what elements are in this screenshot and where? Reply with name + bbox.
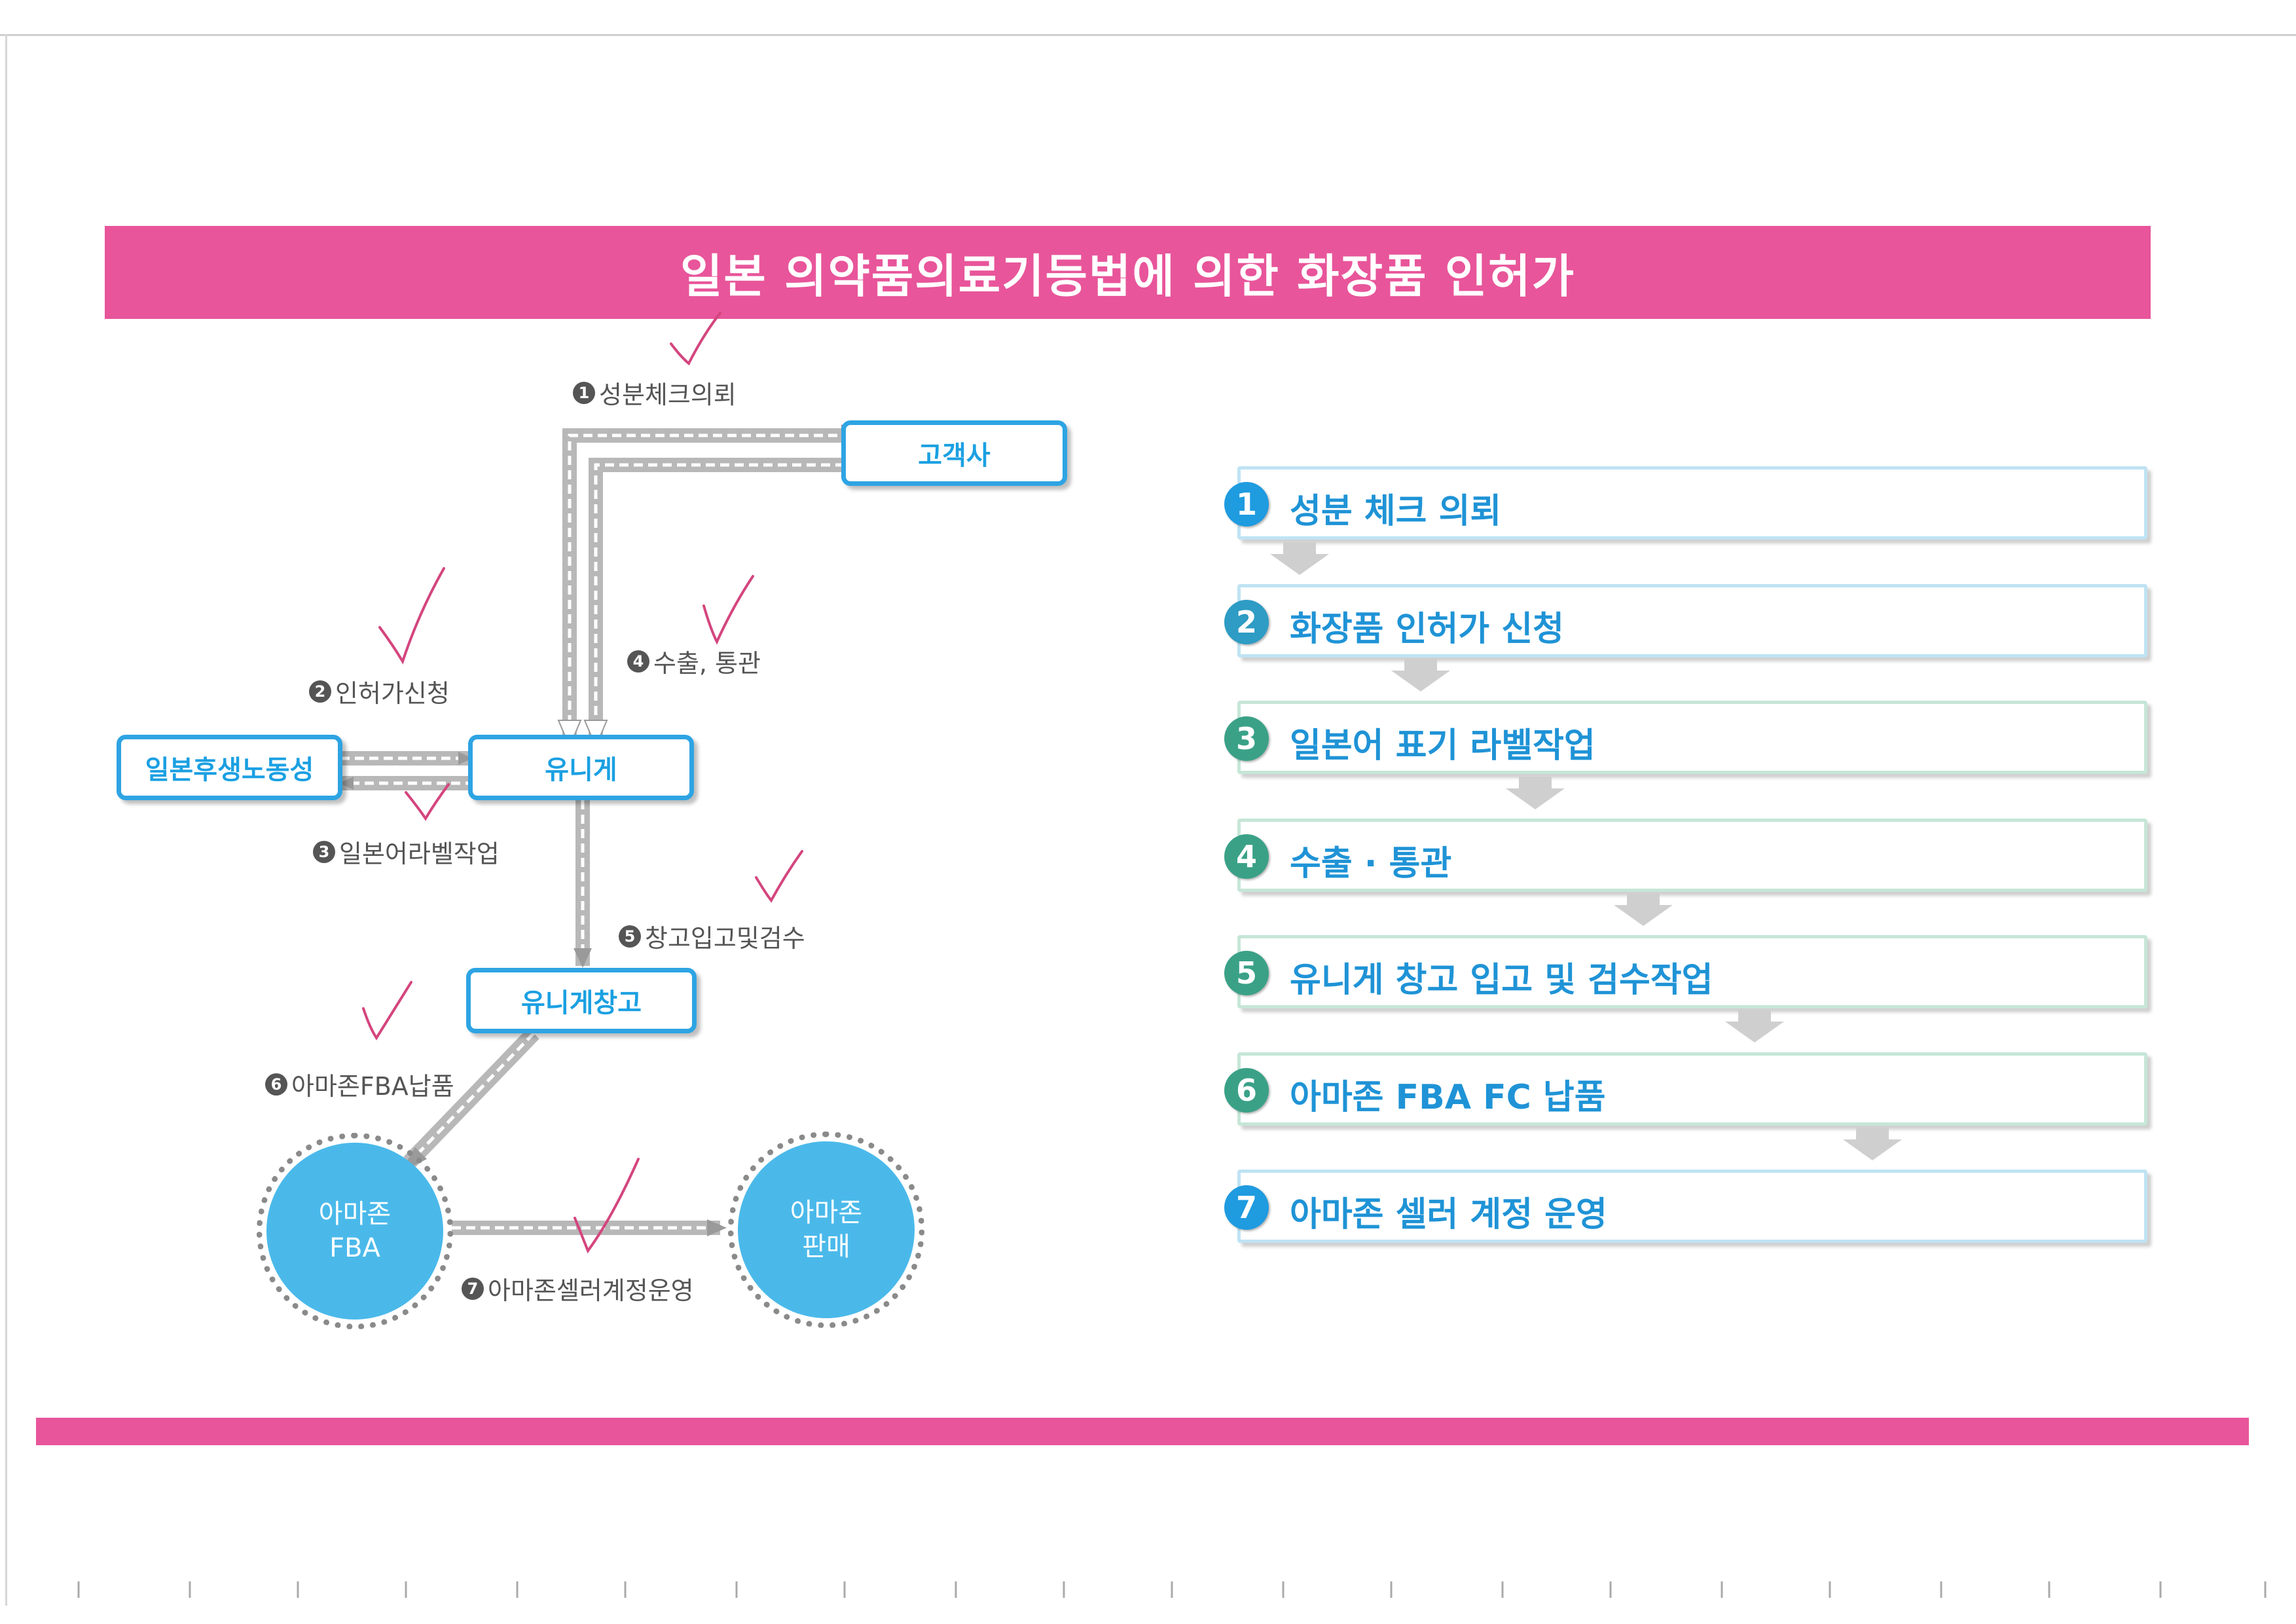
step-row-3: 3 일본어 표기 라벨작업 <box>1224 701 2147 778</box>
node-client-label: 고객사 <box>918 441 991 471</box>
node-unige-label: 유니게 <box>545 755 617 785</box>
step-number-badge: 1 <box>1224 482 1269 526</box>
fba-line2: FBA <box>329 1233 380 1263</box>
step-number-badge: 4 <box>1224 834 1269 879</box>
label-number: 7 <box>462 1277 484 1300</box>
step-row-6: 6 아마존 FBA FC 납품 <box>1224 1052 2147 1130</box>
label-number: 2 <box>309 680 331 703</box>
step-label: 성분 체크 의뢰 <box>1290 492 1502 531</box>
node-ministry: 일본후생노동성 <box>117 735 342 800</box>
checkmark-5 <box>755 850 803 903</box>
down-arrow-6 <box>1843 1128 1902 1160</box>
label-text: 아마존셀러계정운영 <box>488 1276 694 1305</box>
node-client: 고객사 <box>841 420 1067 486</box>
step-box <box>1237 701 2147 774</box>
step-label: 아마존 셀러 계정 운영 <box>1290 1195 1607 1234</box>
step-number-badge: 5 <box>1224 951 1269 995</box>
diagram-label-4: 4 수출, 통관 <box>627 643 761 679</box>
step-box <box>1237 584 2147 657</box>
diagram-label-1: 1 성분체크의뢰 <box>573 375 737 411</box>
down-arrow-4 <box>1614 893 1673 926</box>
sales-line1: 아마존 <box>790 1198 863 1228</box>
step-row-5: 5 유니게 창고 입고 및 검수작업 <box>1224 935 2147 1012</box>
node-amazon-fba: 아마존 FBA <box>266 1143 443 1320</box>
step-row-7: 7 아마존 셀러 계정 운영 <box>1224 1170 2147 1247</box>
step-box <box>1237 1170 2147 1243</box>
step-row-1: 1 성분 체크 의뢰 <box>1224 466 2147 544</box>
sales-line2: 판매 <box>802 1232 850 1262</box>
node-amazon-sales: 아마존 판매 <box>738 1141 915 1318</box>
label-text: 아마존FBA납품 <box>291 1072 454 1101</box>
sales-circle-ring <box>728 1132 924 1328</box>
step-row-4: 4 수출 · 통관 <box>1224 819 2147 896</box>
step-label: 화장품 인허가 신청 <box>1290 610 1564 649</box>
label-text: 일본어라벨작업 <box>339 840 500 868</box>
top-border-line <box>0 34 2296 36</box>
checkmark-6 <box>362 981 412 1041</box>
label-number: 1 <box>573 381 595 404</box>
label-text: 수출, 통관 <box>653 649 761 678</box>
step-box <box>1237 819 2147 892</box>
diagram-label-2: 2 인허가신청 <box>309 673 450 709</box>
down-arrow-3 <box>1506 777 1565 809</box>
label-number: 5 <box>619 925 641 948</box>
diagram-label-6: 6 아마존FBA납품 <box>265 1066 454 1102</box>
step-box <box>1237 1052 2147 1126</box>
checkmark-2 <box>378 567 445 665</box>
step-label: 아마존 FBA FC 납품 <box>1290 1078 1606 1117</box>
connector-unige-warehouse <box>574 800 592 968</box>
step-number-badge: 2 <box>1224 600 1269 644</box>
step-number-badge: 7 <box>1224 1185 1269 1230</box>
diagram-label-7: 7 아마존셀러계정운영 <box>462 1270 694 1306</box>
step-number-badge: 6 <box>1224 1068 1269 1113</box>
label-text: 창고입고및검수 <box>645 924 805 953</box>
label-text: 성분체크의뢰 <box>599 380 737 409</box>
bottom-accent-bar <box>36 1418 2249 1445</box>
label-text: 인허가신청 <box>335 679 450 708</box>
left-border-line <box>5 34 7 1606</box>
step-number-badge: 3 <box>1224 716 1269 761</box>
checkmark-1 <box>670 312 721 366</box>
label-number: 3 <box>313 840 335 863</box>
node-ministry-label: 일본후생노동성 <box>145 755 314 785</box>
step-row-2: 2 화장품 인허가 신청 <box>1224 584 2147 661</box>
step-label: 수출 · 통관 <box>1290 844 1452 883</box>
step-label: 일본어 표기 라벨작업 <box>1290 726 1595 766</box>
label-number: 4 <box>627 650 649 673</box>
checkmark-7 <box>574 1158 640 1254</box>
down-arrow-5 <box>1725 1010 1784 1043</box>
diagram-label-3: 3 일본어라벨작업 <box>313 834 500 870</box>
title-banner: 일본 의약품의료기등법에 의한 화장품 인허가 <box>105 226 2151 319</box>
node-unige: 유니게 <box>468 735 694 800</box>
fba-circle-ring <box>257 1133 453 1329</box>
down-arrow-1 <box>1270 542 1329 575</box>
fba-line1: 아마존 <box>318 1199 392 1229</box>
diagram-label-5: 5 창고입고및검수 <box>619 918 805 954</box>
connector-fba-sales <box>452 1219 727 1236</box>
checkmark-4 <box>702 575 754 645</box>
binding-tick-marks <box>77 1581 2267 1598</box>
step-label: 유니게 창고 입고 및 검수작업 <box>1290 961 1713 1000</box>
step-box <box>1237 466 2147 540</box>
label-number: 6 <box>265 1073 287 1096</box>
node-warehouse-label: 유니게창고 <box>521 988 642 1018</box>
step-box <box>1237 935 2147 1008</box>
connector-ministry-unige <box>339 751 473 790</box>
node-warehouse: 유니게창고 <box>466 968 697 1033</box>
checkmark-3 <box>405 783 450 821</box>
down-arrow-2 <box>1391 659 1450 692</box>
connector-unige-client <box>557 424 867 753</box>
page-title: 일본 의약품의료기등법에 의한 화장품 인허가 <box>680 249 1576 303</box>
